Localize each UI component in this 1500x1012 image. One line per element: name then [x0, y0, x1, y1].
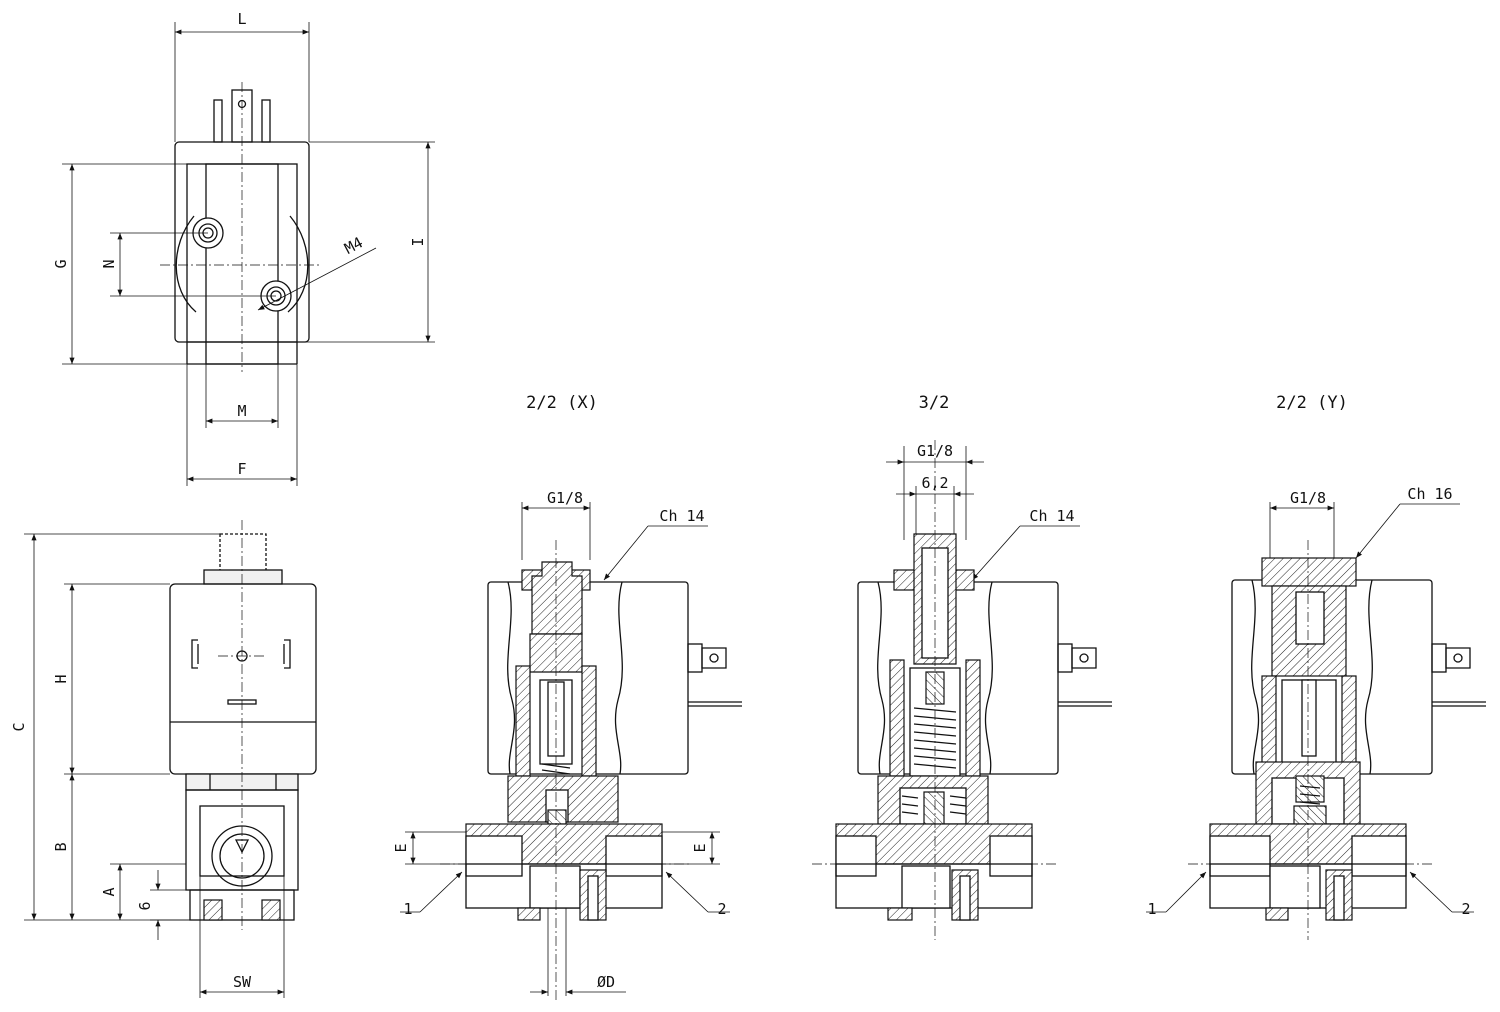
dim-M: M [237, 402, 246, 420]
dim-B: B [52, 842, 70, 851]
dim-SW: SW [233, 973, 252, 991]
port-label-3-2: G1/8 [917, 442, 953, 460]
title-2-2-y: 2/2 (Y) [1276, 393, 1348, 413]
section-3-2 [812, 440, 1112, 940]
port-label-2-2-y: G1/8 [1290, 489, 1326, 507]
outlet-label-2-2-y: 2 [1461, 900, 1470, 918]
hex-label-3-2: Ch 14 [1029, 507, 1074, 525]
dim-C: C [10, 722, 28, 731]
dim-F: F [237, 460, 246, 478]
top-view [62, 22, 435, 486]
bore-label-3-2: 6,2 [921, 474, 948, 492]
inlet-label-2-2-x: 1 [403, 900, 412, 918]
inlet-label-2-2-y: 1 [1147, 900, 1156, 918]
dim-N: N [100, 259, 118, 268]
hex-label-2-2-y: Ch 16 [1407, 485, 1452, 503]
dim-L: L [237, 10, 246, 28]
section-2-2-x [400, 502, 742, 1000]
dim-G: G [52, 259, 70, 268]
title-3-2: 3/2 [919, 393, 950, 413]
section-2-2-y [1146, 502, 1486, 940]
side-view [24, 520, 317, 998]
dim-A: A [100, 887, 118, 896]
dim-6: 6 [136, 901, 154, 910]
title-2-2-x: 2/2 (X) [526, 393, 598, 413]
dim-E-left: E [392, 843, 410, 852]
dim-I: I [409, 237, 427, 246]
dim-E-right: E [691, 843, 709, 852]
dim-H: H [52, 674, 70, 683]
hex-label-2-2-x: Ch 14 [659, 507, 704, 525]
port-label-2-2-x: G1/8 [547, 489, 583, 507]
outlet-label-2-2-x: 2 [717, 900, 726, 918]
dim-M4: M4 [341, 233, 365, 257]
dim-OD: ØD [597, 973, 615, 991]
